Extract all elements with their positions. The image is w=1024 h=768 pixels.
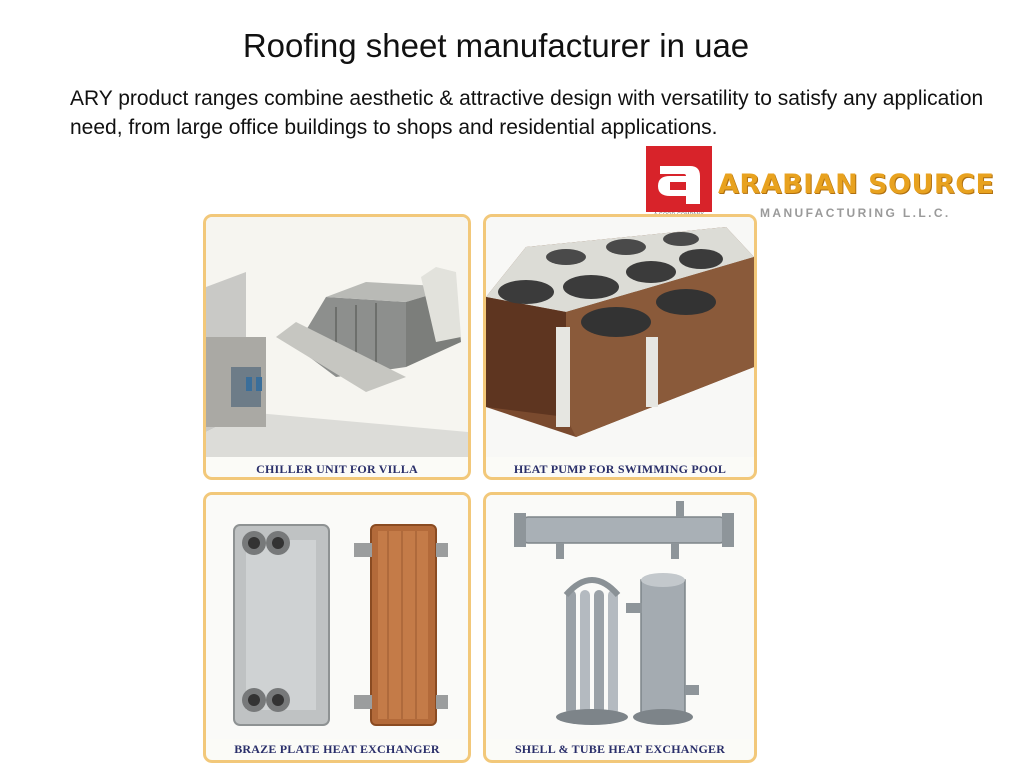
product-panel-braze-plate: BRAZE PLATE HEAT EXCHANGER — [203, 492, 471, 763]
product-panel-heat-pump: HEAT PUMP FOR SWIMMING POOL — [483, 214, 757, 480]
heat-pump-photo — [486, 217, 754, 457]
product-caption-shell-tube: SHELL & TUBE HEAT EXCHANGER — [514, 742, 726, 756]
company-logo: A GOOD COMPANY ARABIAN SOURCE MANUFACTUR… — [646, 146, 1006, 226]
logo-company-subtitle: MANUFACTURING L.L.C. — [760, 206, 951, 220]
arabian-source-logo-mark-icon — [646, 146, 712, 212]
slide-body-text: ARY product ranges combine aesthetic & a… — [70, 87, 984, 139]
product-panel-shell-tube: SHELL & TUBE HEAT EXCHANGER — [483, 492, 757, 763]
logo-company-name: ARABIAN SOURCE — [718, 169, 995, 200]
product-panel-chiller: CHILLER UNIT FOR VILLA — [203, 214, 471, 480]
product-grid: CHILLER UNIT FOR VILLA — [203, 214, 759, 765]
shell-tube-exchanger-photo — [486, 495, 754, 739]
chiller-unit-photo — [206, 217, 468, 457]
product-caption-braze-plate: BRAZE PLATE HEAT EXCHANGER — [234, 742, 440, 756]
braze-plate-exchanger-photo — [206, 495, 468, 739]
product-caption-chiller: CHILLER UNIT FOR VILLA — [256, 462, 418, 476]
product-caption-heat-pump: HEAT PUMP FOR SWIMMING POOL — [513, 462, 727, 476]
slide-title: Roofing sheet manufacturer in uae — [242, 27, 750, 64]
